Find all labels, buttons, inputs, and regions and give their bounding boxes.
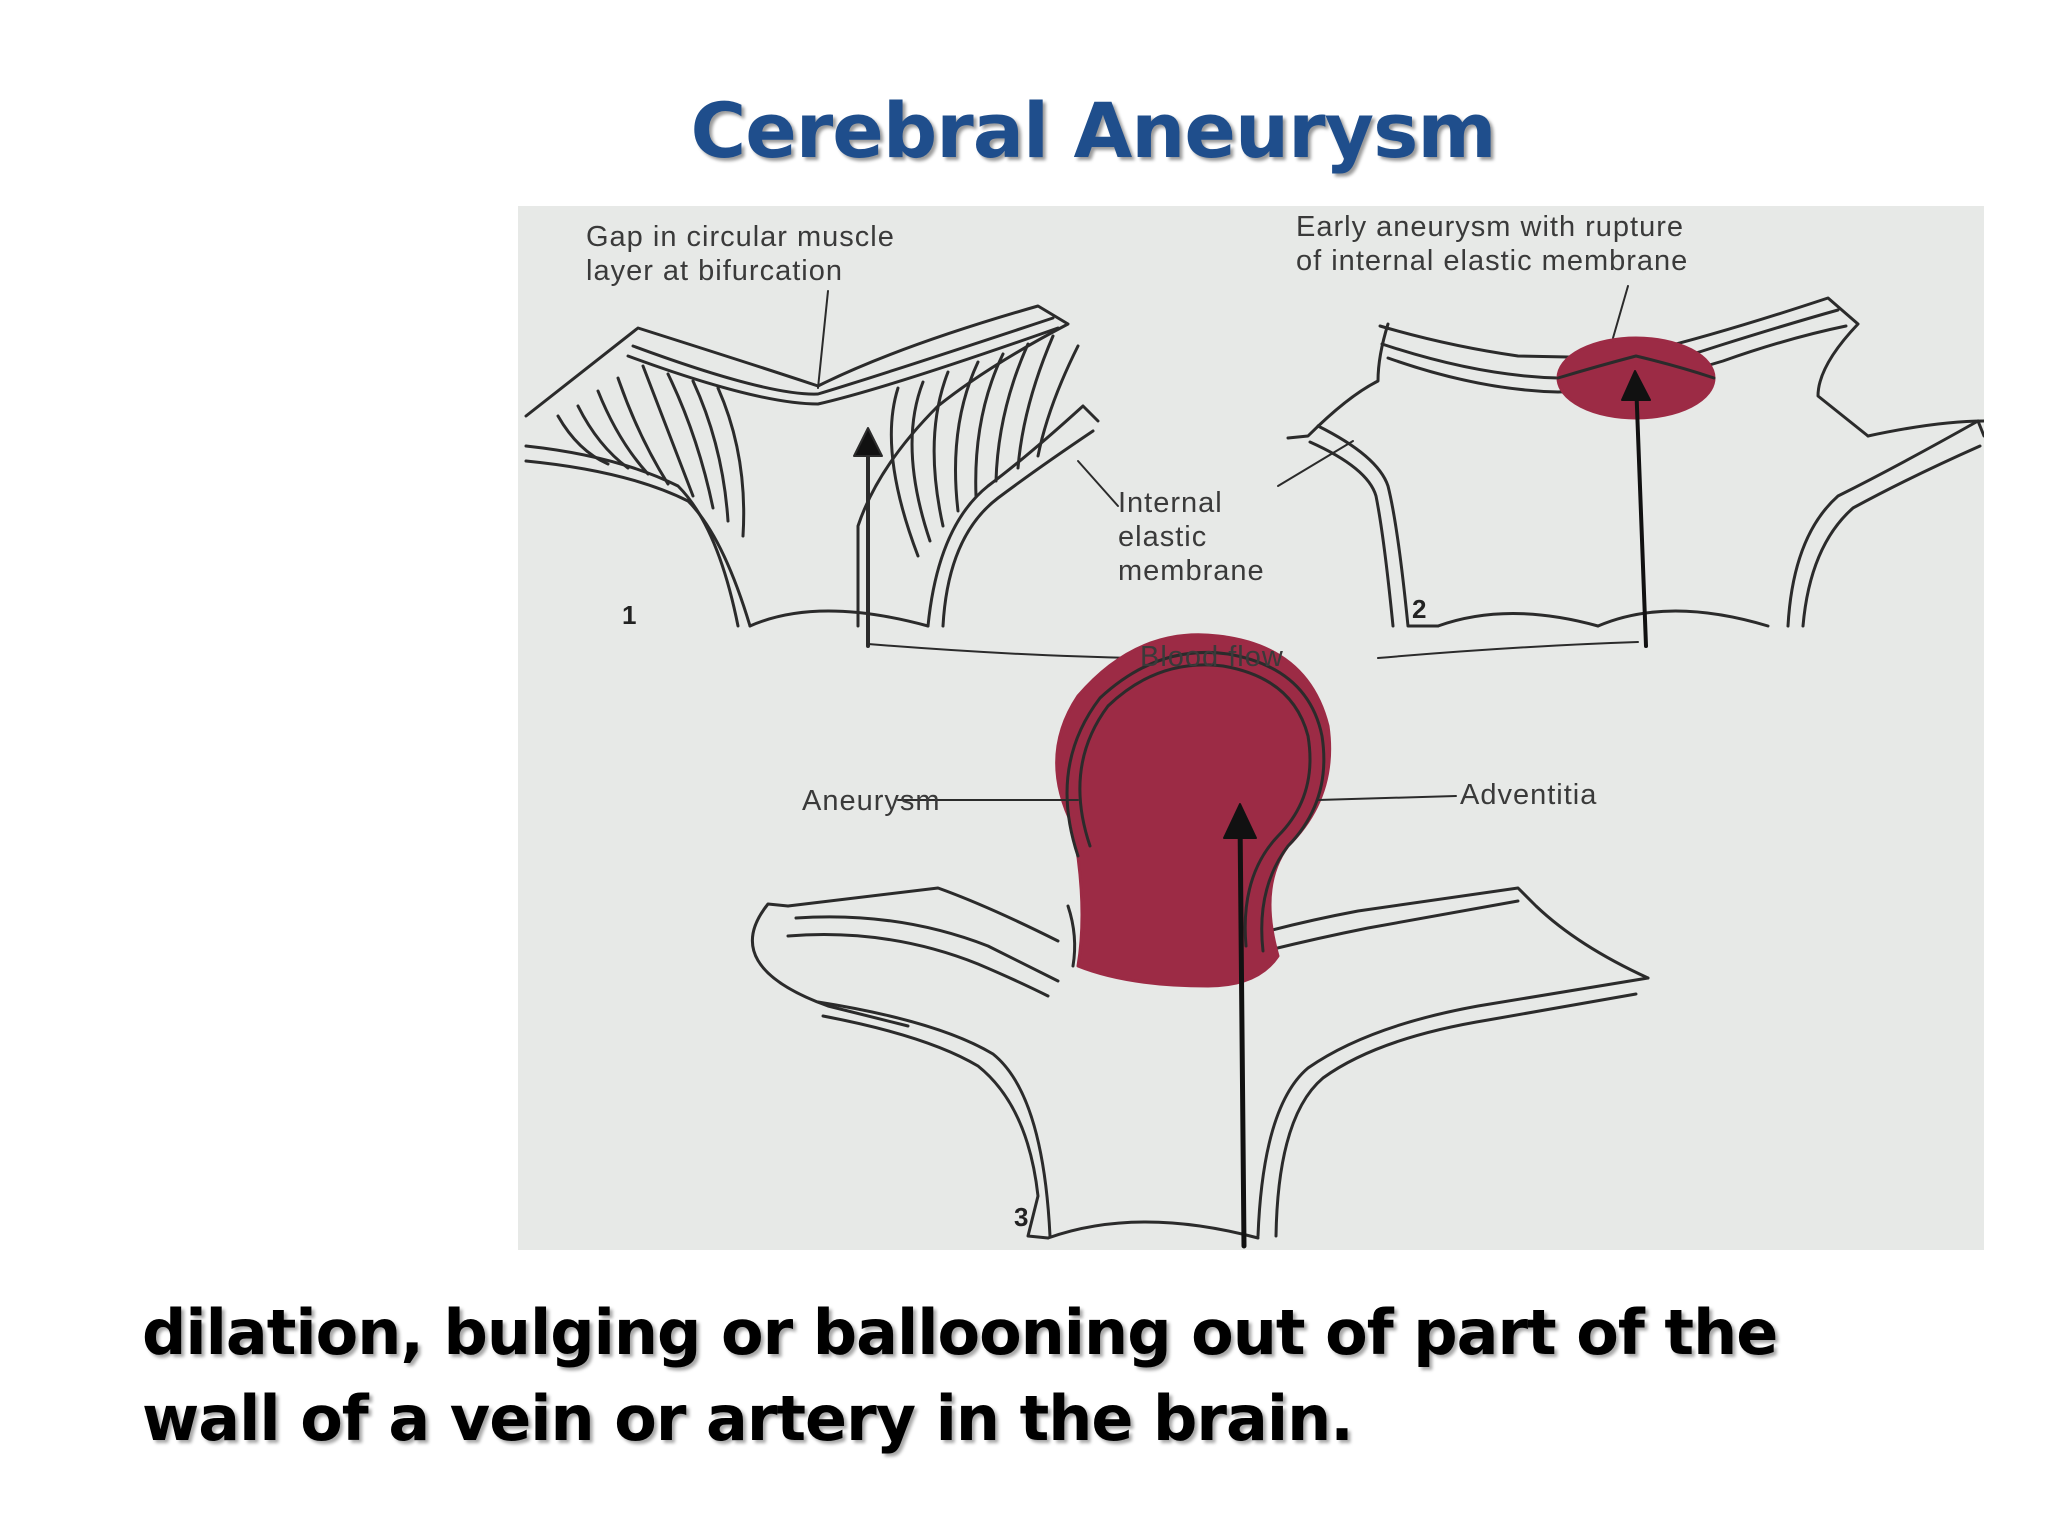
label-early-line1: Early aneurysm with rupture [1296, 211, 1685, 243]
label-gap-line1: Gap in circular muscle [586, 221, 895, 253]
label-iem-line2: elastic [1118, 521, 1208, 553]
aneurysm-diagram: Gap in circular muscle layer at bifurcat… [518, 206, 1984, 1250]
slide-title: Cerebral Aneurysm [690, 86, 1496, 175]
panel-number-3: 3 [1014, 1202, 1029, 1232]
panel-2-vessel [1277, 285, 1984, 628]
panel-1-vessel [524, 290, 1119, 648]
label-gap-line2: layer at bifurcation [586, 255, 843, 287]
panel-number-1: 1 [622, 600, 637, 630]
label-adventitia: Adventitia [1460, 779, 1598, 811]
label-gap-circular-muscle: Gap in circular muscle layer at bifurcat… [586, 220, 895, 288]
panel-number-2: 2 [1412, 594, 1427, 624]
aneurysm-sac [1055, 633, 1332, 988]
label-blood-flow: Blood flow [1140, 641, 1284, 673]
label-iem-line1: Internal [1118, 487, 1223, 519]
label-aneurysm: Aneurysm [802, 785, 941, 817]
caption-line-2: wall of a vein or artery in the brain. [142, 1382, 1354, 1455]
caption-line-1: dilation, bulging or ballooning out of p… [142, 1296, 1778, 1369]
label-early-line2: of internal elastic membrane [1296, 245, 1689, 277]
label-internal-elastic-membrane: Internal elastic membrane [1118, 486, 1265, 588]
slide-caption: dilation, bulging or ballooning out of p… [142, 1290, 2002, 1462]
label-early-aneurysm: Early aneurysm with rupture of internal … [1296, 210, 1688, 278]
label-iem-line3: membrane [1118, 555, 1265, 587]
